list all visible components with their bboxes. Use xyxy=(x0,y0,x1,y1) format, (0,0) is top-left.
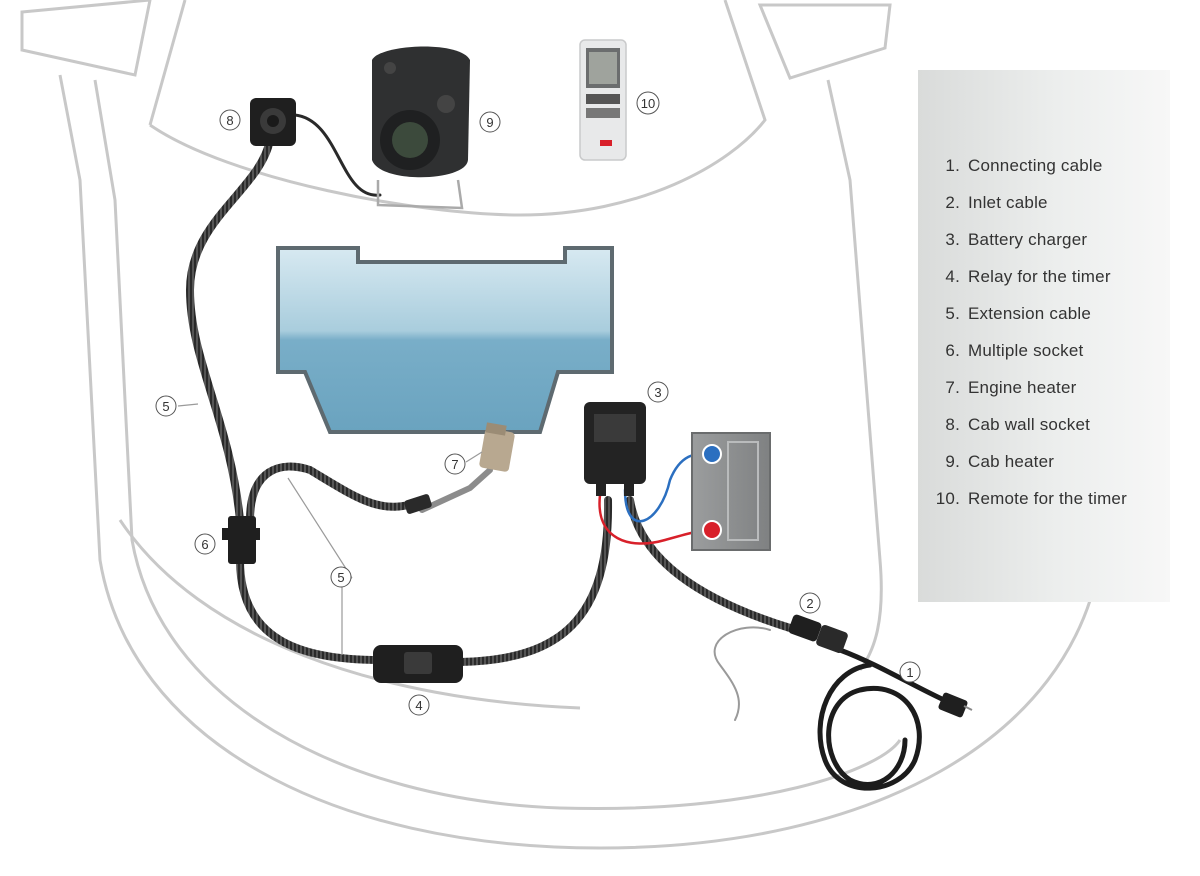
legend-label: Battery charger xyxy=(968,230,1088,249)
callout-4: 4 xyxy=(408,694,430,716)
callout-5-center: 5 xyxy=(330,566,352,588)
remote-icon xyxy=(579,39,627,161)
legend-label: Engine heater xyxy=(968,378,1077,397)
legend-number: 3. xyxy=(945,230,960,249)
legend-label: Extension cable xyxy=(968,304,1092,323)
svg-text:7: 7 xyxy=(451,457,458,472)
legend-item: 6. Multiple socket xyxy=(918,341,1170,378)
battery-charger-icon xyxy=(584,402,646,496)
car-outline xyxy=(20,0,1102,850)
legend-number: 9. xyxy=(945,452,960,471)
legend-item: 1. Connecting cable xyxy=(918,156,1170,193)
legend-number: 10. xyxy=(935,489,960,508)
callout-5-left: 5 xyxy=(155,395,177,417)
svg-text:1: 1 xyxy=(906,665,913,680)
extension-cable-left xyxy=(185,136,274,524)
multiple-socket-icon xyxy=(222,516,260,564)
positive-terminal xyxy=(702,520,722,540)
callout-3: 3 xyxy=(647,381,669,403)
legend-number: 6. xyxy=(945,341,960,360)
legend-label: Cab wall socket xyxy=(968,415,1091,434)
callout-8: 8 xyxy=(219,109,241,131)
coolant-tank-icon xyxy=(276,246,614,434)
svg-text:6: 6 xyxy=(201,537,208,552)
legend-list: 1. Connecting cable 2. Inlet cable 3. Batte… xyxy=(918,156,1170,526)
legend-number: 5. xyxy=(945,304,960,323)
callout-2: 2 xyxy=(799,592,821,614)
legend-item: 8. Cab wall socket xyxy=(918,415,1170,452)
battery-icon xyxy=(691,432,771,551)
legend-label: Remote for the timer xyxy=(968,489,1127,508)
legend-item: 4. Relay for the timer xyxy=(918,267,1170,304)
legend-label: Inlet cable xyxy=(968,193,1048,212)
legend-number: 2. xyxy=(945,193,960,212)
legend-panel: 1. Connecting cable 2. Inlet cable 3. Batte… xyxy=(918,70,1170,602)
legend-item: 9. Cab heater xyxy=(918,452,1170,489)
legend-item: 10. Remote for the timer xyxy=(918,489,1170,526)
legend-label: Multiple socket xyxy=(968,341,1084,360)
legend-number: 4. xyxy=(945,267,960,286)
svg-text:4: 4 xyxy=(415,698,422,713)
cab-heater-icon xyxy=(372,46,470,210)
plug-icon xyxy=(788,614,973,718)
relay-icon xyxy=(373,645,463,683)
negative-terminal xyxy=(702,444,722,464)
extension-cable-bottom xyxy=(236,556,384,664)
callout-9: 9 xyxy=(479,111,501,133)
extension-cable-engine xyxy=(246,462,424,524)
svg-text:5: 5 xyxy=(162,399,169,414)
legend-label: Cab heater xyxy=(968,452,1055,471)
legend-label: Connecting cable xyxy=(968,156,1103,175)
callout-5-right: 5 xyxy=(166,394,173,409)
legend-item: 2. Inlet cable xyxy=(918,193,1170,230)
legend-number: 7. xyxy=(945,378,960,397)
cab-wall-socket-icon xyxy=(250,98,296,146)
svg-text:3: 3 xyxy=(654,385,661,400)
svg-text:5: 5 xyxy=(337,570,344,585)
extension-cable-relay-out xyxy=(456,496,613,666)
callout-10: 10 xyxy=(636,91,660,115)
callouts: 1 2 3 4 5 5 5 6 7 8 9 10 xyxy=(155,91,921,716)
svg-text:10: 10 xyxy=(641,96,655,111)
legend-label: Relay for the timer xyxy=(968,267,1111,286)
legend-item: 7. Engine heater xyxy=(918,378,1170,415)
cables xyxy=(185,113,958,791)
svg-text:2: 2 xyxy=(806,596,813,611)
legend-number: 1. xyxy=(945,156,960,175)
svg-text:8: 8 xyxy=(226,113,233,128)
legend-item: 3. Battery charger xyxy=(918,230,1170,267)
connecting-cable-coil xyxy=(817,662,922,791)
callout-6: 6 xyxy=(194,533,216,555)
svg-text:9: 9 xyxy=(486,115,493,130)
legend-number: 8. xyxy=(945,415,960,434)
engine-heater-icon xyxy=(404,422,515,514)
callout-7: 7 xyxy=(444,453,466,475)
legend-item: 5. Extension cable xyxy=(918,304,1170,341)
cab-heater-cord xyxy=(293,113,382,197)
callout-1: 1 xyxy=(899,661,921,683)
